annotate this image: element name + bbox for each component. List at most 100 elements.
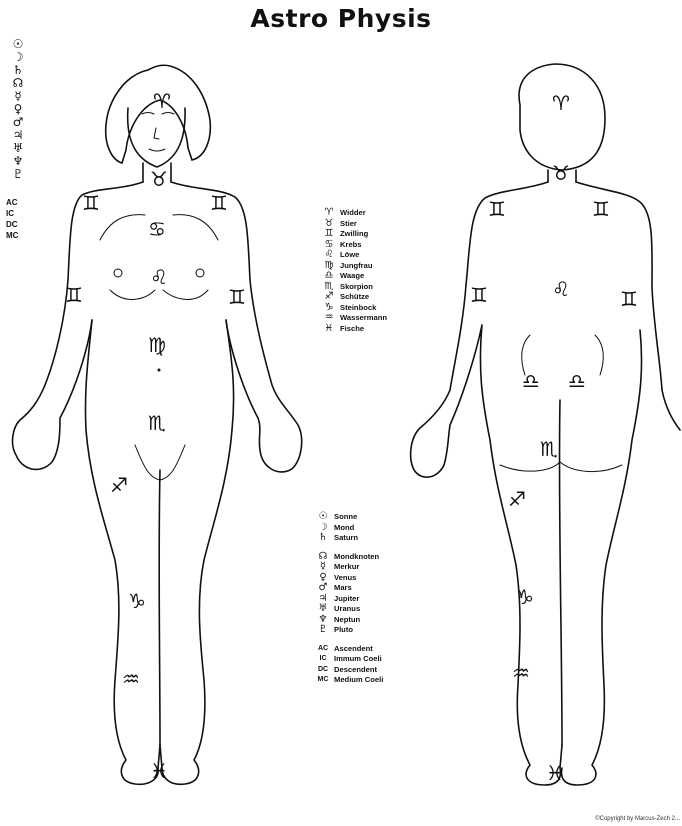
zodiac-legend: ♈Widder♉Stier♊Zwilling♋Krebs♌Löwe♍Jungfr… [318, 208, 387, 334]
zodiac-sign-label: Krebs [340, 240, 362, 251]
planet-label: Uranus [334, 604, 360, 615]
planet-label: Jupiter [334, 594, 359, 605]
front-abdomen-mark: ♍ [148, 333, 166, 357]
planet-icon: ♅ [312, 604, 334, 615]
planet-icon: ♂ [312, 583, 334, 594]
front-heart-mark: ♌ [150, 265, 168, 289]
zodiac-legend-row: ♈Widder [318, 208, 387, 219]
zodiac-sign-label: Fische [340, 324, 364, 335]
copyright-note: ©Copyright by Marcus-Zech 2... [595, 816, 680, 822]
back-feet-mark: ♓ [546, 761, 564, 785]
front-neck-mark: ♉ [150, 167, 168, 191]
planet-label: Sonne [334, 512, 357, 523]
zodiac-legend-row: ♐Schütze [318, 292, 387, 303]
back-right-arm-mark: ♊ [620, 287, 638, 311]
front-face-features [142, 113, 174, 152]
zodiac-legend-row: ♓Fische [318, 324, 387, 335]
planet-icon: ☉ [312, 512, 334, 523]
front-left-breast [114, 269, 122, 277]
planet-legend-row: ☿Merkur [312, 562, 383, 573]
front-thigh-mark: ♐ [110, 473, 128, 497]
planet-label: Merkur [334, 562, 359, 573]
front-left-arm-mark: ♊ [65, 283, 83, 307]
back-left-arm-mark: ♊ [470, 283, 488, 307]
front-right-arm-mark: ♊ [228, 285, 246, 309]
back-figure [411, 64, 680, 785]
zodiac-legend-row: ♎Waage [318, 271, 387, 282]
back-leg-split [559, 400, 562, 745]
planet-label: Neptun [334, 615, 360, 626]
planet-label: Mondknoten [334, 552, 379, 563]
zodiac-sign-label: Zwilling [340, 229, 368, 240]
planet-label: Saturn [334, 533, 358, 544]
back-head-mark: ♈ [552, 91, 570, 115]
planet-legend-row: ♂Mars [312, 583, 383, 594]
front-chest-mark: ♋ [148, 217, 166, 241]
zodiac-sign-icon: ♓ [318, 324, 340, 335]
planet-legend-group-1: ☉Sonne☽Mond♄Saturn [312, 512, 383, 544]
zodiac-sign-label: Jungfrau [340, 261, 373, 272]
angle-label: Descendent [334, 665, 377, 676]
angle-label: Ascendent [334, 644, 373, 655]
zodiac-legend-row: ♊Zwilling [318, 229, 387, 240]
front-body-marks: ♈ ♉ ♊ ♊ ♋ ♌ ♍ ♏ ♐ ♑ ♒ ♓ ♊ ♊ [65, 89, 246, 783]
zodiac-sign-icon: ♎ [318, 271, 340, 282]
back-knee-mark: ♑ [516, 585, 534, 609]
angle-legend-row: DCDescendent [312, 665, 383, 676]
planet-icon: ☿ [312, 562, 334, 573]
planet-legend-row: ♅Uranus [312, 604, 383, 615]
planet-icon: ♄ [312, 533, 334, 544]
planet-label: Mars [334, 583, 352, 594]
back-buttocks [500, 462, 622, 472]
planet-legend-group-3: ACAscendentICImmum CoeliDCDescendentMCMe… [312, 644, 383, 686]
back-thigh-mark: ♐ [508, 487, 526, 511]
planet-legend-row: ♇Pluto [312, 625, 383, 636]
back-left-kidney-mark: ♎ [522, 369, 540, 393]
planet-legend-group-2: ☊Mondknoten☿Merkur♀Venus♂Mars♃Jupiter♅Ur… [312, 552, 383, 636]
front-navel [158, 369, 161, 372]
zodiac-sign-icon: ♒ [318, 313, 340, 324]
zodiac-legend-row: ♌Löwe [318, 250, 387, 261]
zodiac-sign-label: Schütze [340, 292, 369, 303]
back-neck-mark: ♉ [552, 161, 570, 185]
angle-abbr: MC [312, 675, 334, 686]
front-forehead-mark: ♈ [153, 89, 171, 113]
front-right-breast [196, 269, 204, 277]
zodiac-sign-label: Waage [340, 271, 364, 282]
zodiac-sign-label: Stier [340, 219, 357, 230]
back-calf-mark: ♒ [512, 661, 530, 685]
back-right-kidney-mark: ♎ [568, 369, 586, 393]
front-feet-mark: ♓ [150, 759, 168, 783]
front-right-shoulder-mark: ♊ [210, 191, 228, 215]
front-knee-mark: ♑ [128, 589, 146, 613]
zodiac-sign-icon: ♈ [318, 208, 340, 219]
planet-label: Mond [334, 523, 354, 534]
back-right-shoulder-mark: ♊ [592, 197, 610, 221]
back-heart-mark: ♌ [552, 277, 570, 301]
zodiac-sign-label: Widder [340, 208, 366, 219]
planet-legend-row: ☉Sonne [312, 512, 383, 523]
zodiac-sign-icon: ♌ [318, 250, 340, 261]
zodiac-sign-label: Steinbock [340, 303, 376, 314]
planet-label: Pluto [334, 625, 353, 636]
planet-legend: ☉Sonne☽Mond♄Saturn ☊Mondknoten☿Merkur♀Ve… [312, 512, 383, 686]
back-body-outline [411, 182, 680, 785]
front-breast-lines [110, 290, 208, 299]
front-left-shoulder-mark: ♊ [82, 191, 100, 215]
zodiac-sign-label: Skorpion [340, 282, 373, 293]
back-body-marks: ♈ ♉ ♊ ♊ ♌ ♎ ♎ ♏ ♐ ♑ ♒ ♓ ♊ ♊ [470, 91, 638, 785]
planet-legend-row: ♄Saturn [312, 533, 383, 544]
angle-label: Immum Coeli [334, 654, 382, 665]
back-left-shoulder-mark: ♊ [488, 197, 506, 221]
angle-label: Medium Coeli [334, 675, 383, 686]
front-shin-mark: ♒ [122, 667, 140, 691]
angle-legend-row: MCMedium Coeli [312, 675, 383, 686]
front-leg-split [159, 470, 160, 745]
zodiac-sign-icon: ♊ [318, 229, 340, 240]
planet-label: Venus [334, 573, 356, 584]
angle-abbr: AC [312, 644, 334, 655]
planet-icon: ♇ [312, 625, 334, 636]
